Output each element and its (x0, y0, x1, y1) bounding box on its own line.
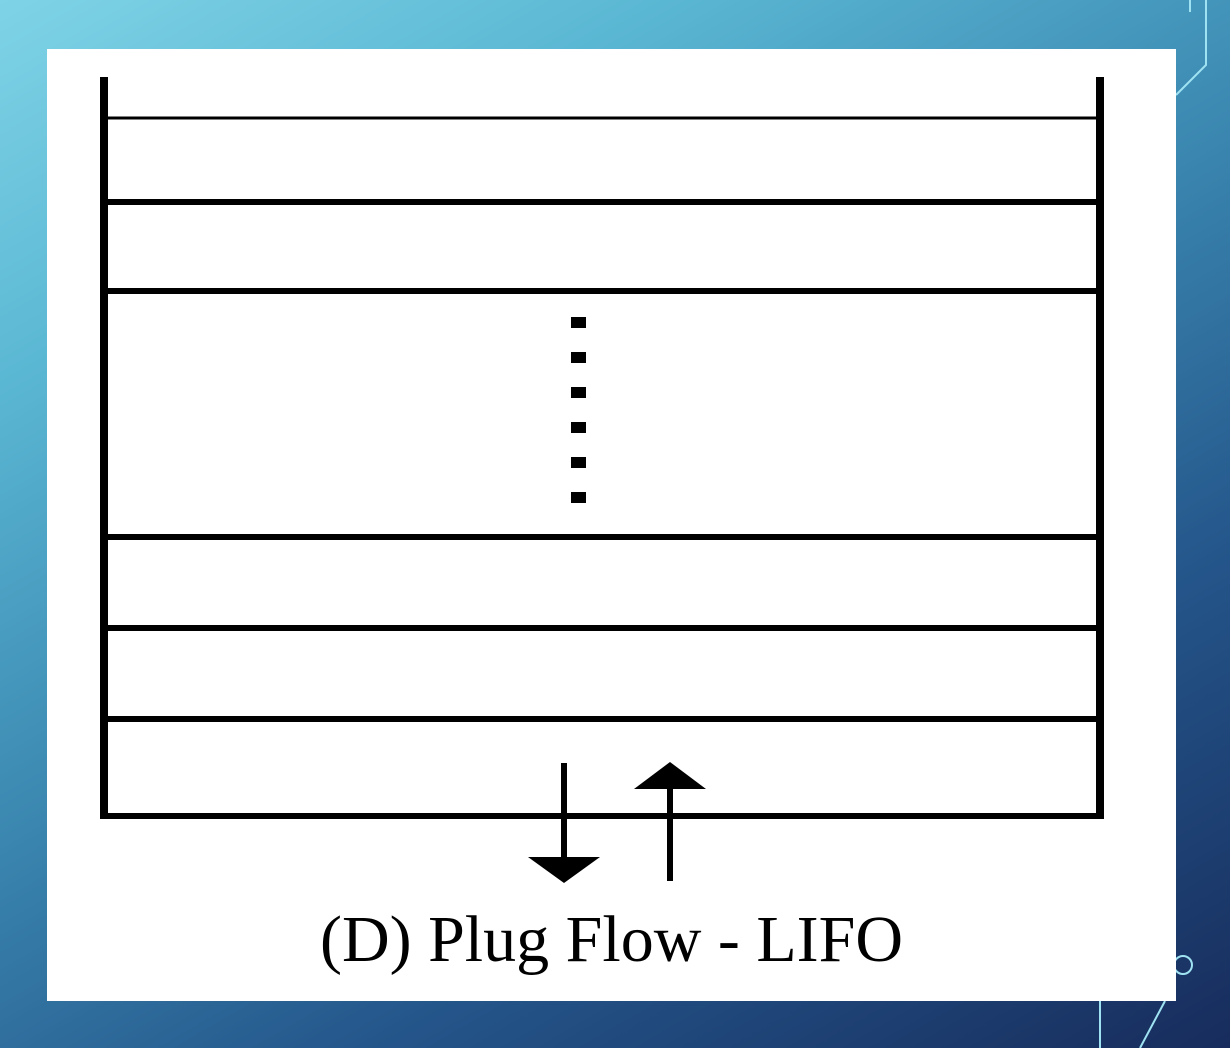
ellipsis-dot (571, 457, 586, 468)
ellipsis-dot (571, 317, 586, 328)
ellipsis-dot (571, 352, 586, 363)
deco-circle (1173, 955, 1193, 975)
ellipsis-dot (571, 492, 586, 503)
down-arrow-icon (528, 763, 600, 883)
deco-line-bottom-2 (1139, 1000, 1166, 1048)
ellipsis-dot (571, 422, 586, 433)
diagram-caption: (D) Plug Flow - LIFO (319, 903, 903, 976)
plug-flow-diagram (100, 77, 1104, 883)
ellipsis-dots (571, 317, 586, 503)
ellipsis-dot (571, 387, 586, 398)
deco-line-top (1175, 0, 1207, 96)
diagram-panel: (D) Plug Flow - LIFO (47, 49, 1176, 1001)
up-arrow-icon (634, 762, 706, 881)
